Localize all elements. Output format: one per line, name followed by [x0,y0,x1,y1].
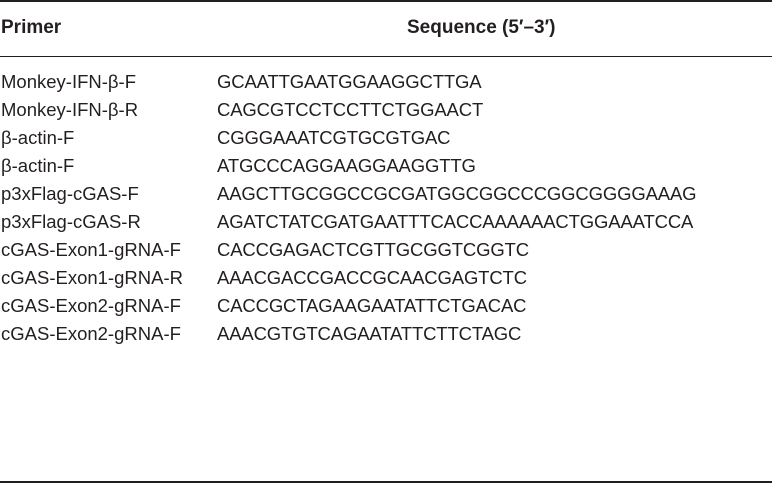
primer-name: cGAS-Exon2-gRNA-F [1,323,181,344]
table-row: p3xFlag-cGAS-R AGATCTATCGATGAATTTCACCAAA… [0,208,772,236]
table-row: cGAS-Exon1-gRNA-F CACCGAGACTCGTTGCGGTCGG… [0,236,772,264]
primer-sequence: AAGCTTGCGGCCGCGATGGCGGCCCGGCGGGGAAAG [217,183,697,204]
primer-sequence: AAACGTGTCAGAATATTCTTCTAGC [217,323,522,344]
primer-sequence: CGGGAAATCGTGCGTGAC [217,127,451,148]
table-header-rule [0,56,772,57]
primer-sequence: CAGCGTCCTCCTTCTGGAACT [217,99,484,120]
header-sequence: Sequence (5′–3′) [407,17,556,38]
table-row: p3xFlag-cGAS-F AAGCTTGCGGCCGCGATGGCGGCCC… [0,180,772,208]
table-body: Monkey-IFN-β-F GCAATTGAATGGAAGGCTTGA Mon… [0,68,772,348]
primer-name: Monkey-IFN-β-F [1,71,137,92]
table-row: Monkey-IFN-β-R CAGCGTCCTCCTTCTGGAACT [0,96,772,124]
primer-name: cGAS-Exon1-gRNA-R [1,267,183,288]
table-row: cGAS-Exon2-gRNA-F CACCGCTAGAAGAATATTCTGA… [0,292,772,320]
primer-name: cGAS-Exon1-gRNA-F [1,239,181,260]
primer-sequence: AGATCTATCGATGAATTTCACCAAAAAACTGGAAATCCA [217,211,694,232]
table-row: Monkey-IFN-β-F GCAATTGAATGGAAGGCTTGA [0,68,772,96]
primer-name: p3xFlag-cGAS-F [1,183,139,204]
primer-name: Monkey-IFN-β-R [1,99,139,120]
primer-sequence: CACCGCTAGAAGAATATTCTGACAC [217,295,527,316]
table-bottom-rule [0,481,772,483]
primer-sequence: ATGCCCAGGAAGGAAGGTTG [217,155,476,176]
primer-sequence: CACCGAGACTCGTTGCGGTCGGTC [217,239,529,260]
primer-name: cGAS-Exon2-gRNA-F [1,295,181,316]
primer-name: p3xFlag-cGAS-R [1,211,141,232]
table-top-rule [0,0,772,2]
primer-name: β-actin-F [1,127,75,148]
primer-sequence: AAACGACCGACCGCAACGAGTCTC [217,267,527,288]
table-row: β-actin-F ATGCCCAGGAAGGAAGGTTG [0,152,772,180]
primer-sequence: GCAATTGAATGGAAGGCTTGA [217,71,482,92]
table-row: β-actin-F CGGGAAATCGTGCGTGAC [0,124,772,152]
table-row: cGAS-Exon2-gRNA-F AAACGTGTCAGAATATTCTTCT… [0,320,772,348]
table-row: cGAS-Exon1-gRNA-R AAACGACCGACCGCAACGAGTC… [0,264,772,292]
primer-name: β-actin-F [1,155,75,176]
header-primer: Primer [1,17,62,38]
table-header: Primer Sequence (5′–3′) [0,0,772,56]
